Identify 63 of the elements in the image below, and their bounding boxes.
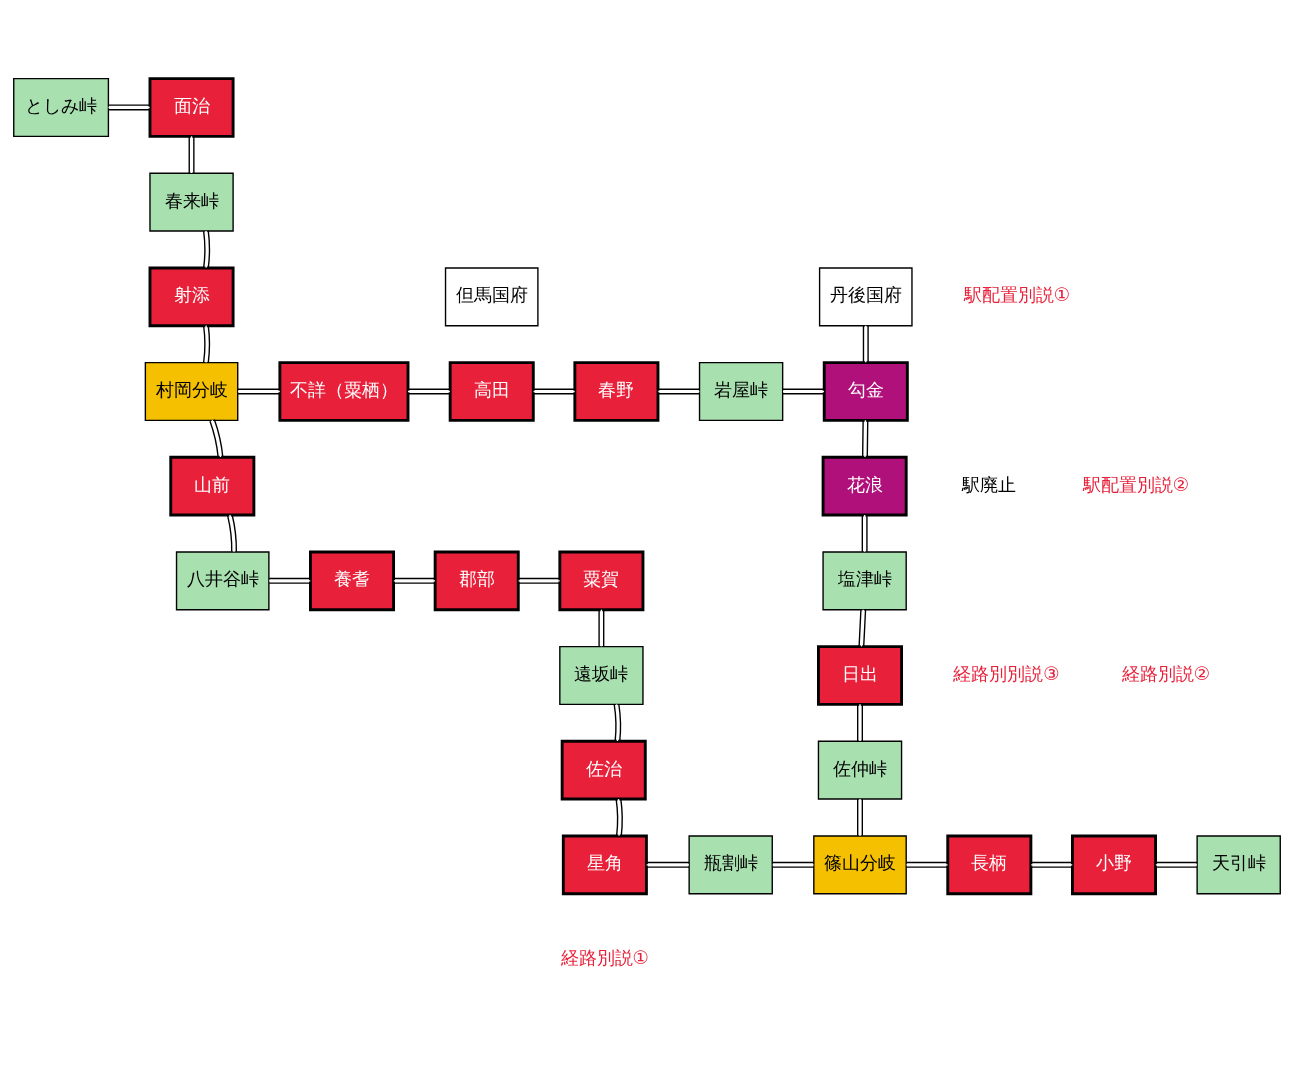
node-box: 勾金 xyxy=(822,361,909,422)
node-box: 塩津峠 xyxy=(821,551,907,611)
connector xyxy=(236,388,280,395)
connector xyxy=(107,104,150,111)
node-box: 篠山分岐 xyxy=(812,835,907,895)
connector xyxy=(392,577,436,584)
node-box: としみ峠 xyxy=(12,77,109,138)
connector xyxy=(532,388,575,395)
connector xyxy=(517,577,560,584)
connector xyxy=(226,513,237,553)
connector xyxy=(1030,861,1073,868)
node-box: 長柄 xyxy=(945,834,1032,896)
label: 経路別説① xyxy=(560,946,649,968)
connector xyxy=(905,861,948,868)
connector xyxy=(406,388,451,395)
connector xyxy=(188,135,195,174)
label: 経路別別説③ xyxy=(952,662,1060,684)
connector xyxy=(202,324,210,364)
node-box: 面治 xyxy=(148,77,235,138)
node-box: 丹後国府 xyxy=(818,267,913,327)
node-box: 春野 xyxy=(572,361,659,422)
node-box: 佐仲峠 xyxy=(817,740,902,800)
node-box: 日出 xyxy=(816,645,903,706)
connector xyxy=(861,419,868,458)
connector xyxy=(861,514,868,553)
node-box: 郡部 xyxy=(433,550,520,612)
node-box: 佐治 xyxy=(560,739,647,801)
connector xyxy=(615,798,623,837)
node-box: 射添 xyxy=(148,266,235,328)
node-box: 養耆 xyxy=(308,550,395,612)
label: 駅配置別説① xyxy=(963,284,1070,306)
node-box: 山前 xyxy=(168,455,255,517)
node-box: 粟賀 xyxy=(557,550,644,612)
node-box: 瓶割峠 xyxy=(687,835,773,895)
connector xyxy=(781,388,825,395)
connector xyxy=(657,388,700,395)
node-box: 花浪 xyxy=(821,455,908,517)
connector xyxy=(771,861,814,868)
connector xyxy=(268,577,311,584)
node-box: 八井谷峠 xyxy=(175,551,270,611)
label: 駅配置別説② xyxy=(1082,473,1189,495)
node-box: 小野 xyxy=(1070,834,1157,896)
node-box: 天引峠 xyxy=(1195,835,1281,895)
node-box: 遠坂峠 xyxy=(558,645,644,706)
node-box: 不詳（粟栖） xyxy=(277,361,409,422)
label: 経路別説② xyxy=(1121,662,1210,684)
connector xyxy=(857,608,866,648)
connector xyxy=(613,703,621,742)
node-box: 村岡分岐 xyxy=(144,361,238,422)
connector xyxy=(862,325,869,364)
node-box: 岩屋峠 xyxy=(698,361,783,422)
connector xyxy=(208,418,223,458)
node-box: 高田 xyxy=(448,361,535,422)
connector xyxy=(1154,861,1198,868)
connector xyxy=(645,861,690,868)
node-box: 春来峠 xyxy=(148,172,234,232)
connector xyxy=(856,798,863,837)
label: 駅廃止 xyxy=(961,473,1016,495)
node-box: 但馬国府 xyxy=(444,267,539,327)
connector xyxy=(856,703,863,742)
connector xyxy=(597,609,604,648)
connector xyxy=(202,230,210,269)
node-box: 星角 xyxy=(561,834,648,896)
